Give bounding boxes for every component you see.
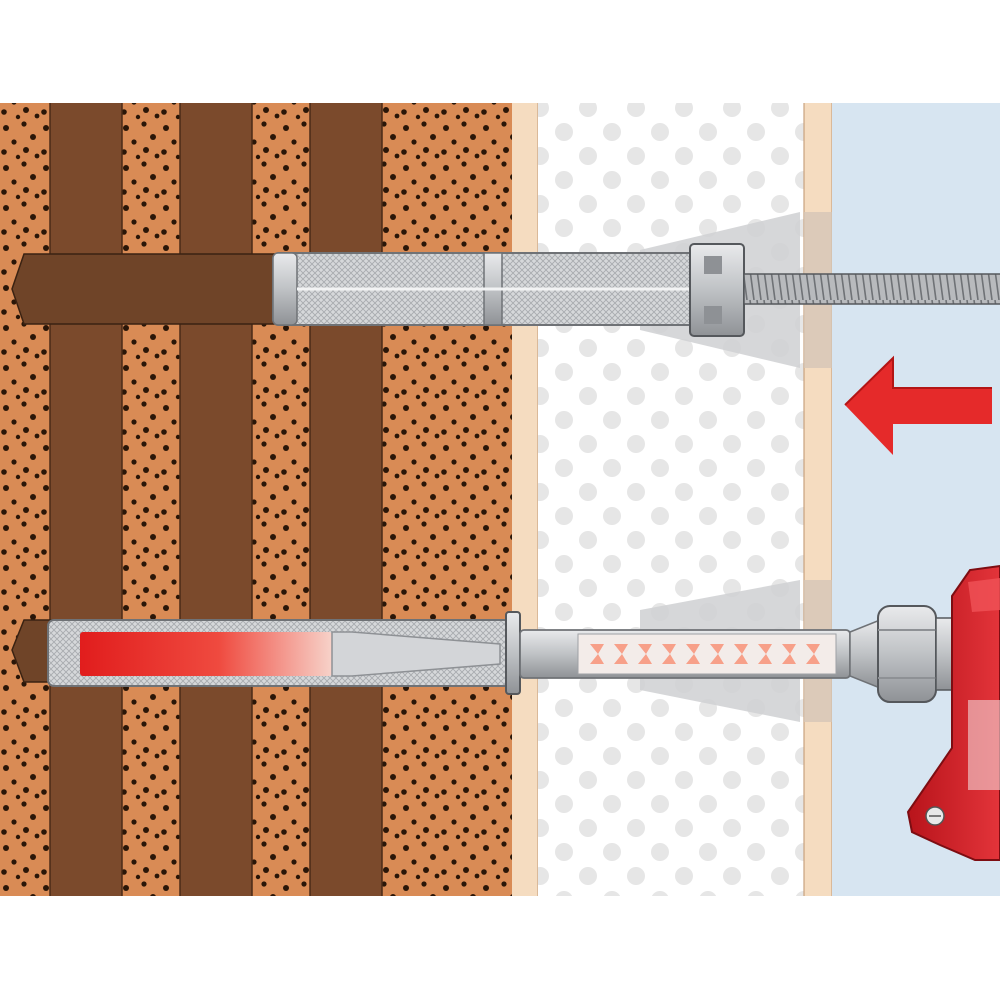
- sleeve-ring-top-1: [272, 252, 298, 326]
- nozzle-taper: [849, 618, 881, 690]
- injection-gun-highlight: [968, 578, 1000, 612]
- injection-gun: [906, 564, 1000, 861]
- mortar-joint-3: [310, 103, 382, 896]
- top-anchor: [11, 212, 1000, 368]
- mortar-joint-2: [180, 103, 252, 896]
- injected-mortar-fill: [80, 632, 332, 676]
- sleeve-collar-bottom: [505, 611, 521, 695]
- plaster-inner: [512, 103, 538, 896]
- sleeve-collar-slot-top-2: [704, 306, 722, 324]
- threaded-rod-top: [743, 273, 1000, 305]
- mortar-joint-1: [50, 103, 122, 896]
- drill-hole-top: [11, 253, 291, 325]
- bottom-anchor: [11, 580, 957, 722]
- top-margin: [0, 0, 1000, 103]
- arrow-left-icon: [844, 355, 992, 455]
- mixer-window: [577, 633, 837, 675]
- sleeve-collar-slot-top-1: [704, 256, 722, 274]
- cartridge-nut: [877, 605, 937, 703]
- injection-gun-plate: [968, 700, 1000, 790]
- bottom-margin: [0, 896, 1000, 1000]
- mixer-cone-bottom: [331, 631, 501, 677]
- mixer-elements: [590, 644, 820, 664]
